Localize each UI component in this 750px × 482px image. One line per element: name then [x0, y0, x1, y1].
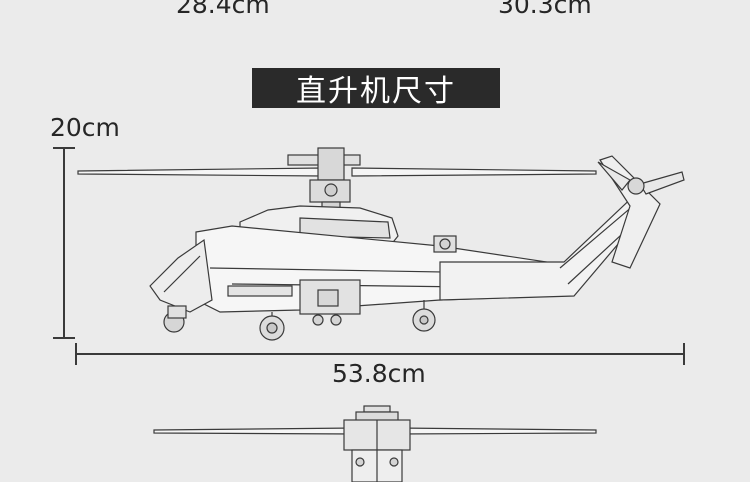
height-dimension-line	[53, 147, 75, 339]
height-dimension-label: 20cm	[50, 113, 120, 142]
top-right-dimension-label: 30.3cm	[498, 0, 592, 19]
page-title: 直升机尺寸	[296, 74, 456, 109]
length-dimension-line	[75, 343, 685, 365]
helicopter-front-view	[153, 405, 597, 482]
top-left-dimension-label: 28.4cm	[176, 0, 270, 19]
length-dimension-label: 53.8cm	[332, 359, 426, 388]
helicopter-side-view	[77, 147, 685, 341]
title-banner: 直升机尺寸	[252, 68, 500, 109]
